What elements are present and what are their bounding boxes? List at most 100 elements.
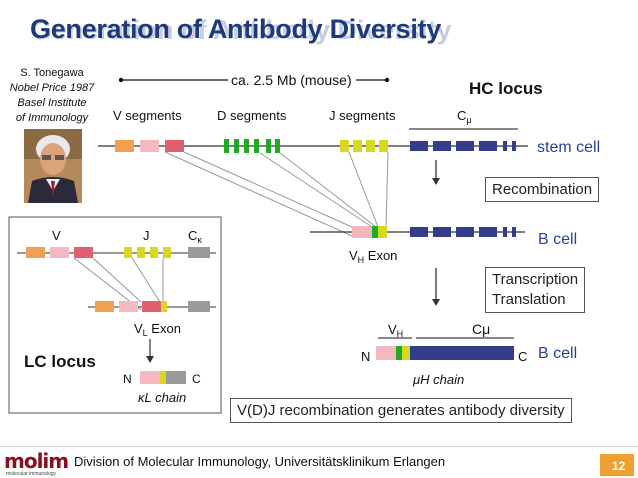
hc-c-exon [503, 141, 507, 151]
hc-c-exon [456, 227, 474, 237]
credit-name: S. Tonegawa [20, 67, 84, 79]
light-chain-j [160, 371, 166, 384]
hc-d-segment [244, 139, 249, 153]
hc-j-segment [379, 140, 388, 152]
lc-v-segment [50, 247, 69, 258]
hc-c-exon [410, 227, 428, 237]
hc-j-segment [340, 140, 349, 152]
vl-exon-label: VL Exon [134, 321, 181, 338]
vh-exon-label: VH Exon [349, 248, 397, 265]
recomb-line [279, 152, 377, 228]
b-cell-label: B cell [538, 231, 577, 248]
chain-n-label: N [361, 349, 370, 364]
j-segments-label: J segments [329, 108, 396, 123]
recomb-line [385, 151, 389, 228]
recomb-line [183, 151, 353, 228]
hc-v-segment [165, 140, 184, 152]
light-chain-label: κL chain [138, 390, 186, 405]
c-segment-label: Cμ [457, 108, 472, 125]
lc-j-segment [163, 247, 171, 258]
heavy-chain-d [396, 346, 402, 360]
credit-institute-1: Basel Institute [17, 97, 87, 109]
hc-c-exon [433, 141, 451, 151]
hc-d-segment [266, 139, 271, 153]
page-title: Generation of Antibody Diversity [30, 14, 441, 44]
credit-block: S. Tonegawa Nobel Price 1987 Basel Insti… [4, 66, 100, 126]
page-number: 12 [612, 459, 626, 473]
hc-c-exon [503, 227, 507, 237]
lc-c-segment [188, 247, 210, 258]
hc-d-segment [254, 139, 259, 153]
lc-locus-label: LC locus [24, 352, 96, 371]
chain-c-label: Cμ [472, 321, 490, 337]
chain-vh-label: VH [388, 322, 403, 339]
page-badge [600, 454, 634, 476]
hc-v-segment [115, 140, 134, 152]
lc-j-segment [150, 247, 158, 258]
recomb-line [259, 152, 373, 228]
title-shadow: Generation of Antibody Diversity [31, 15, 452, 45]
lc-recomb-line [92, 257, 142, 303]
hc-locus-label: HC locus [469, 79, 543, 98]
chain-cterm-label: C [518, 349, 527, 364]
hc-v-segment [140, 140, 159, 152]
d-segments-label: D segments [217, 108, 287, 123]
lc-j-segment [124, 247, 132, 258]
scale-dot-left [118, 77, 124, 83]
recombination-box: Recombination [485, 177, 600, 202]
conclusion-box: V(D)J recombination generates antibody d… [230, 398, 572, 423]
lc-j-label: J [143, 228, 150, 243]
credit-institute-2: of Immunology [15, 112, 89, 124]
footer-text: Division of Molecular Immunology, Univer… [74, 454, 446, 469]
hc-c-exon [479, 141, 497, 151]
heavy-chain-v [376, 346, 396, 360]
lc-j-segment [137, 247, 145, 258]
vh-exon-d [372, 226, 378, 238]
lc-v-segment [74, 247, 93, 258]
footer [0, 447, 638, 478]
hc-d-segment [224, 139, 229, 153]
hc-d-segment [234, 139, 239, 153]
heavy-chain-j [402, 346, 410, 360]
v-segments-label: V segments [113, 108, 182, 123]
hc-c-exon [456, 141, 474, 151]
credit-award: Nobel Price 1987 [9, 82, 95, 94]
lc-v-segment [95, 301, 114, 312]
stem-cell-label: stem cell [537, 139, 600, 156]
hc-j-segment [366, 140, 375, 152]
light-chain-v [140, 371, 160, 384]
molim-logo: molim [4, 449, 69, 473]
transcription-translation-box: Transcription Translation [485, 267, 586, 313]
hc-scale-label: ca. 2.5 Mb (mouse) [231, 72, 352, 88]
vl-exon-j [161, 301, 167, 312]
hc-d-segment [275, 139, 280, 153]
lc-v-segment [119, 301, 138, 312]
lc-c-segment [188, 301, 210, 312]
vh-exon-j [378, 226, 387, 238]
hc-c-exon [512, 141, 516, 151]
scale-dot-right [384, 77, 390, 83]
translation-label: Translation [492, 291, 566, 308]
hc-j-segment [353, 140, 362, 152]
vl-exon-v [142, 301, 161, 312]
recomb-line [164, 151, 353, 237]
recomb-line [348, 151, 379, 228]
lc-recomb-line [131, 257, 161, 303]
lc-cterm-label: C [192, 372, 201, 386]
transcription-label: Transcription [492, 271, 579, 288]
hc-c-exon [512, 227, 516, 237]
lc-v-segment [26, 247, 45, 258]
b-cell-label-2: B cell [538, 345, 577, 362]
lc-v-label: V [52, 228, 61, 243]
lc-locus-box [8, 216, 222, 414]
heavy-chain-label: μH chain [412, 372, 464, 387]
portrait-photo [24, 129, 82, 203]
lc-c-label: Cκ [188, 228, 202, 245]
light-chain-c [166, 371, 186, 384]
hc-c-exon [410, 141, 428, 151]
footer-divider [0, 446, 638, 447]
heavy-chain-c [410, 346, 514, 360]
molim-logo-subtitle: molecular immunology [6, 471, 57, 477]
hc-c-exon [433, 227, 451, 237]
